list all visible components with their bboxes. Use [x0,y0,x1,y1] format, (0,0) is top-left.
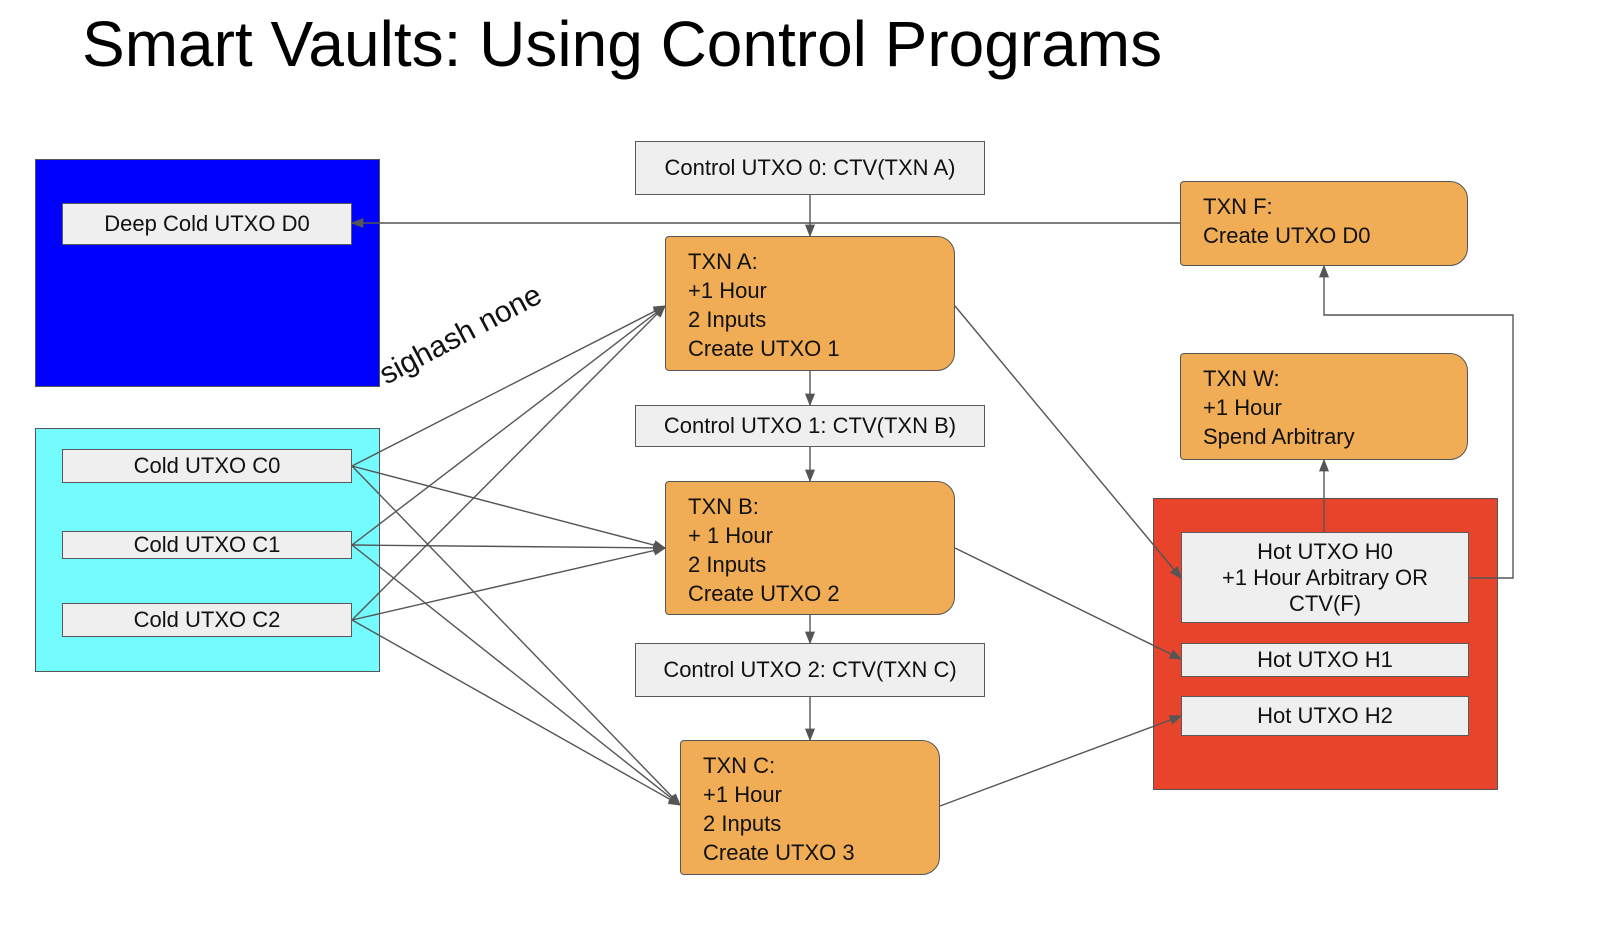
arrow-c0-to-txn-b [351,465,667,551]
control-utxo-2: Control UTXO 2: CTV(TXN C) [635,643,985,697]
arrow-c1-to-txn-b [351,542,667,553]
txn-c-delay: +1 Hour [703,782,782,807]
txn-a-output: Create UTXO 1 [688,336,840,361]
txn-f-title: TXN F: [1203,194,1273,219]
txn-a-delay: +1 Hour [688,278,767,303]
txn-w-delay: +1 Hour [1203,395,1282,420]
txn-w-title: TXN W: [1203,366,1280,391]
arrow-c0-to-txn-c [351,465,681,806]
slide-title: Smart Vaults: Using Control Programs [82,8,1163,80]
arrow-c2-to-txn-b [351,545,667,621]
hot-utxo-h1: Hot UTXO H1 [1181,643,1469,677]
txn-b-inputs: 2 Inputs [688,552,767,577]
cold-utxo-c0: Cold UTXO C0 [62,449,352,483]
hot-utxo-h0: Hot UTXO H0 +1 Hour Arbitrary OR CTV(F) [1181,532,1469,623]
arrow-c0-to-txn-a [351,305,667,467]
control-utxo-1: Control UTXO 1: CTV(TXN B) [635,405,985,447]
txn-f-output: Create UTXO D0 [1203,223,1371,248]
arrow-h0-to-txn-f [1318,264,1514,579]
txn-a-inputs: 2 Inputs [688,307,767,332]
hot-utxo-h2: Hot UTXO H2 [1181,696,1469,736]
control-utxo-0: Control UTXO 0: CTV(TXN A) [635,141,985,195]
arrow-txn-c-to-h2 [939,715,1183,807]
arrow-c1-to-txn-c [351,544,681,806]
txn-a-title: TXN A: [688,249,758,274]
deep-cold-panel [35,159,380,387]
txn-c-output: Create UTXO 3 [703,840,855,865]
txn-c-box: TXN C: +1 Hour 2 Inputs Create UTXO 3 [680,740,940,875]
txn-c-inputs: 2 Inputs [703,811,782,836]
txn-b-output: Create UTXO 2 [688,581,840,606]
txn-a-box: TXN A: +1 Hour 2 Inputs Create UTXO 1 [665,236,955,371]
arrow-c2-to-txn-c [351,619,682,806]
arrow-txn-b-to-h1 [954,547,1183,660]
arrow-c2-to-txn-a [351,305,666,621]
txn-w-box: TXN W: +1 Hour Spend Arbitrary [1180,353,1468,460]
txn-f-box: TXN F: Create UTXO D0 [1180,181,1468,266]
txn-b-title: TXN B: [688,494,759,519]
txn-b-box: TXN B: + 1 Hour 2 Inputs Create UTXO 2 [665,481,955,615]
txn-w-spend: Spend Arbitrary [1203,424,1355,449]
deep-cold-utxo-d0: Deep Cold UTXO D0 [62,203,352,245]
cold-utxo-c1: Cold UTXO C1 [62,531,352,559]
arrow-txn-a-to-h0 [954,305,1182,579]
arrow-c1-to-txn-a [351,305,667,546]
txn-c-title: TXN C: [703,753,776,778]
txn-b-delay: + 1 Hour [688,523,773,548]
cold-utxo-c2: Cold UTXO C2 [62,603,352,637]
